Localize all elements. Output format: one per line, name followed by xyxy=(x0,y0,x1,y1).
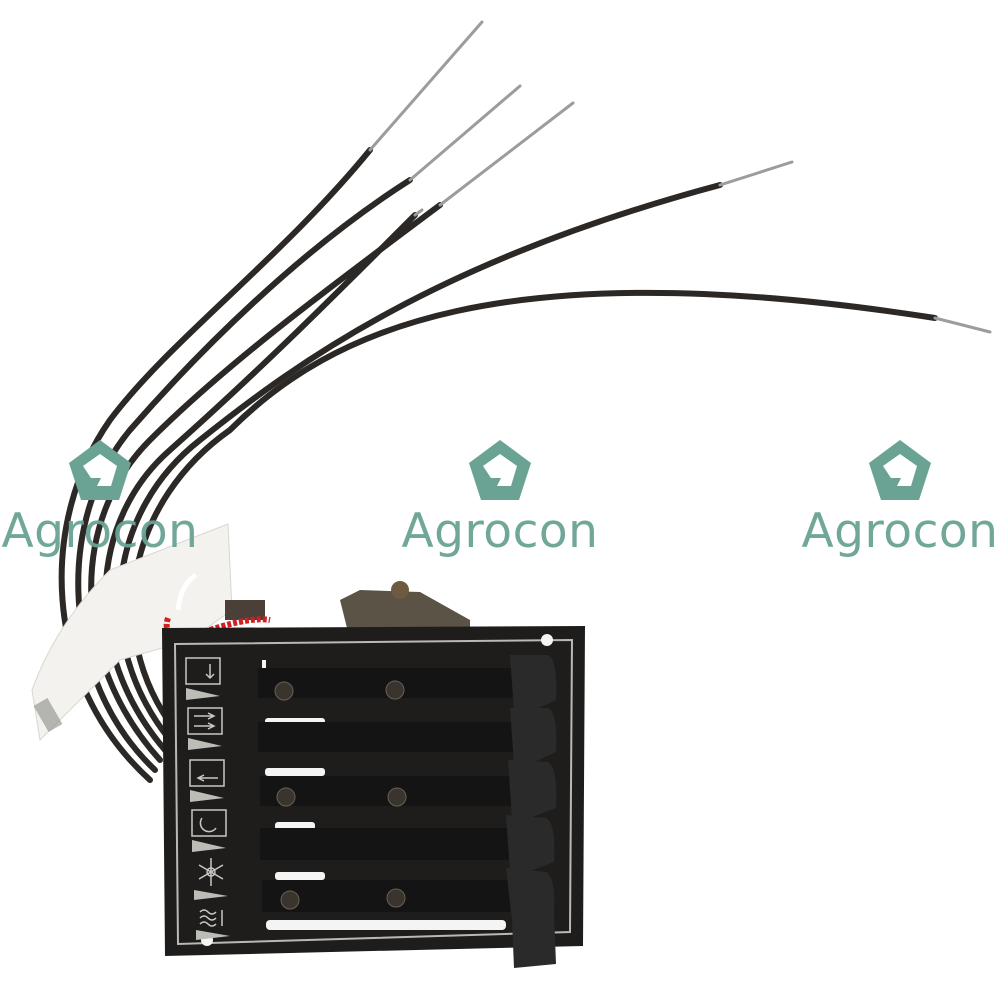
snowflake-icon xyxy=(194,858,228,900)
air-down-icon xyxy=(185,657,221,700)
levers xyxy=(258,655,557,968)
lever-5 xyxy=(262,868,556,968)
pentagon-logo-icon xyxy=(869,440,931,500)
watermark-text: Agrocon xyxy=(1,504,199,559)
defrost-icon xyxy=(196,909,230,940)
lever-3 xyxy=(260,760,557,818)
control-panel xyxy=(162,626,585,968)
pentagon-logo-icon xyxy=(469,440,531,500)
lever-4 xyxy=(260,815,555,872)
watermark-agrocon: Agrocon xyxy=(800,438,1000,558)
watermark-text: Agrocon xyxy=(801,504,999,559)
watermark-agrocon: Agrocon xyxy=(400,438,600,558)
pentagon-logo-icon xyxy=(69,440,131,500)
watermark-text: Agrocon xyxy=(401,504,599,559)
watermark-agrocon: Agrocon xyxy=(0,438,200,558)
lever-2 xyxy=(258,708,557,764)
air-front-icon xyxy=(189,759,225,802)
screws xyxy=(274,680,407,910)
recirculation-icon xyxy=(191,809,227,852)
paper-tag xyxy=(31,523,233,742)
air-both-icon xyxy=(187,707,223,750)
panel-symbols xyxy=(185,657,230,940)
